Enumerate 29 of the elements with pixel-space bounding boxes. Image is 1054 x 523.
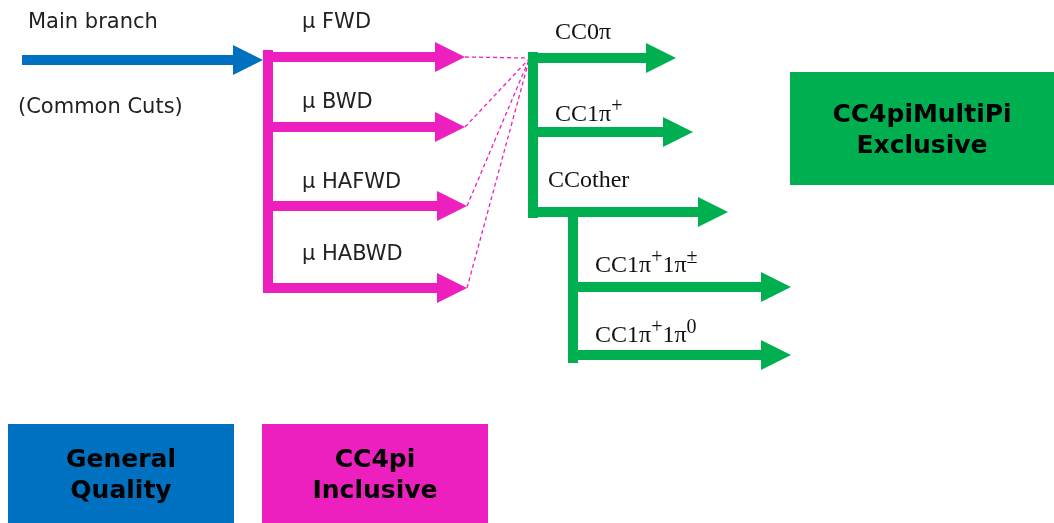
edge-label: CC1π$^{+}$1π$^{0}$	[595, 314, 697, 347]
legend-text: CC4piMultiPi Exclusive	[831, 97, 1013, 160]
edge-label: Main branch	[28, 8, 158, 34]
arrow	[578, 272, 791, 302]
arrow	[578, 340, 791, 370]
arrow	[273, 191, 467, 221]
arrow	[538, 43, 676, 73]
arrow	[22, 45, 263, 75]
branch-bar	[568, 214, 578, 363]
edge-label: μ HAFWD	[302, 168, 402, 194]
edge-label: μ HABWD	[302, 240, 403, 266]
dashed-connector	[466, 63, 529, 289]
edge-label: CC0π	[555, 18, 612, 44]
legend-text: General Quality	[65, 442, 177, 505]
arrow	[273, 273, 467, 303]
dashed-connector	[464, 59, 529, 128]
edge-label: CCother	[548, 166, 630, 192]
arrow	[538, 197, 728, 227]
arrow	[273, 112, 465, 142]
edge-label: CC1π$^{+}$1π$^{±}$	[595, 244, 698, 277]
branch-bar	[528, 52, 538, 218]
dashed-connector	[466, 61, 529, 207]
branch-bar	[263, 50, 273, 293]
arrow	[273, 42, 465, 72]
edge-label: μ BWD	[302, 88, 373, 114]
legend-text: CC4pi Inclusive	[311, 442, 439, 505]
note-text: (Common Cuts)	[18, 93, 183, 119]
edge-label: CC1π$^{+}$	[555, 93, 623, 126]
edge-label: μ FWD	[302, 8, 372, 34]
